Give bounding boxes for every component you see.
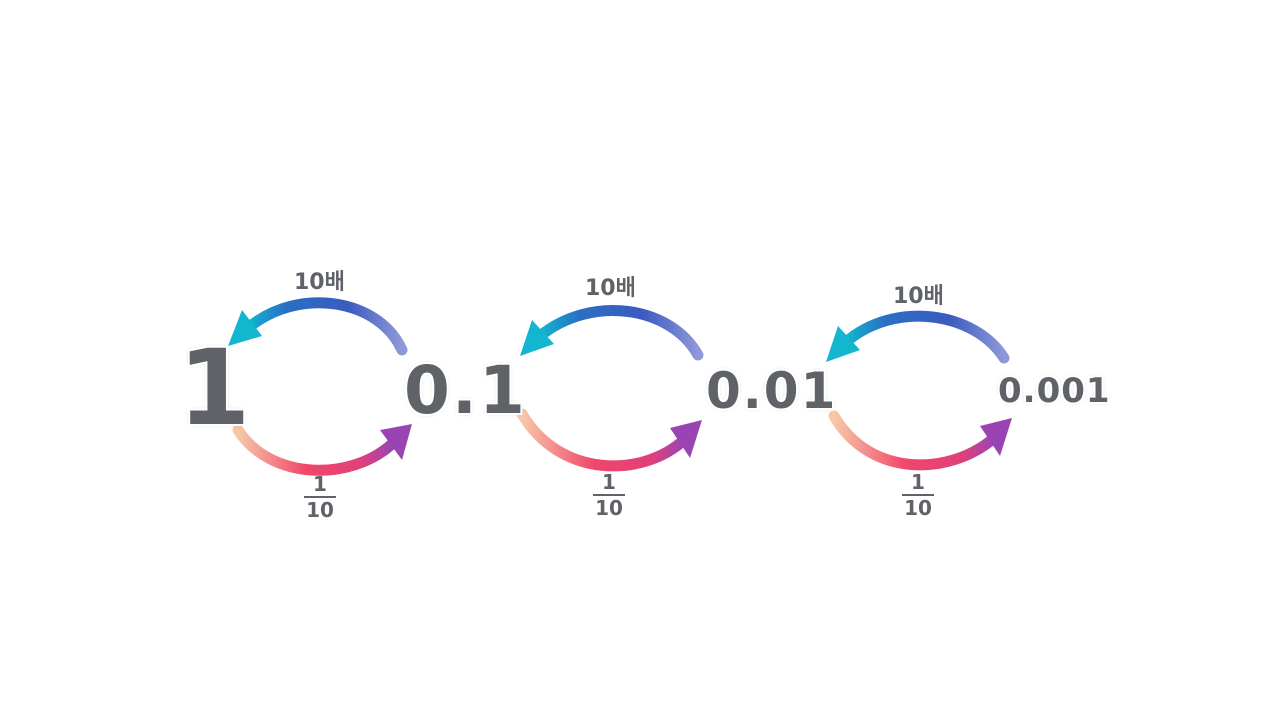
- arrow-down-3: [828, 410, 1012, 471]
- number-0-001: 0.001: [998, 371, 1111, 411]
- times-ten-label-3: 10배: [893, 284, 944, 309]
- number-0-1: 0.1: [404, 352, 527, 429]
- arrow-up-2: [520, 305, 704, 361]
- fraction-numerator: 1: [313, 472, 327, 496]
- arrow-up-3: [826, 310, 1010, 364]
- arrow-up-1: [228, 297, 408, 356]
- fraction-bar: [304, 496, 336, 498]
- fraction-denominator: 10: [306, 498, 334, 522]
- one-tenth-label-1: 1 10: [300, 474, 340, 520]
- fraction-bar: [902, 494, 934, 496]
- one-tenth-label-3: 1 10: [898, 472, 938, 518]
- fraction-numerator: 1: [602, 470, 616, 494]
- number-1: 1: [178, 327, 251, 449]
- times-ten-label-1: 10배: [294, 270, 345, 295]
- arrow-down-1: [232, 424, 412, 476]
- fraction-denominator: 10: [904, 496, 932, 520]
- number-0-01: 0.01: [706, 362, 838, 420]
- arrow-down-2: [516, 408, 702, 472]
- fraction-denominator: 10: [595, 496, 623, 520]
- times-ten-label-2: 10배: [585, 276, 636, 301]
- fraction-numerator: 1: [911, 470, 925, 494]
- fraction-bar: [593, 494, 625, 496]
- one-tenth-label-2: 1 10: [589, 472, 629, 518]
